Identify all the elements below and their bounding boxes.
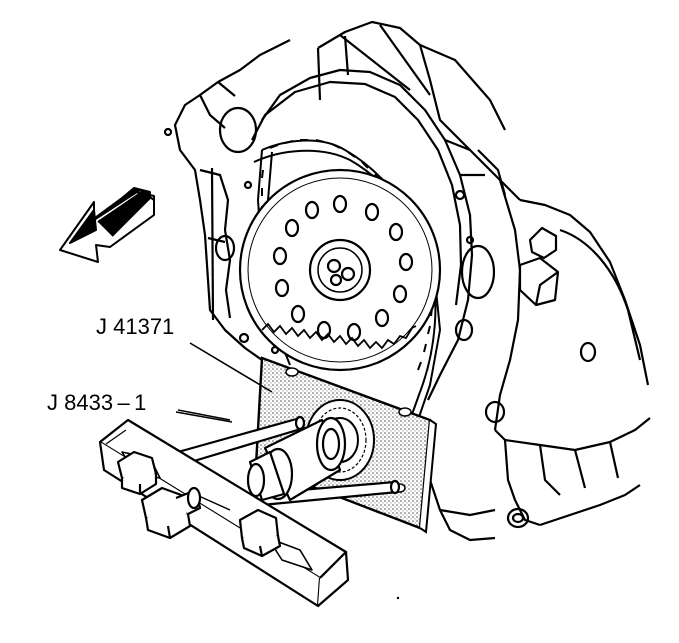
engine-block (163, 20, 651, 542)
tool-label-j41371: J 41371 (96, 314, 175, 339)
stray-dot (396, 596, 400, 600)
bolt-icon (116, 450, 282, 558)
direction-arrow-icon (59, 187, 155, 263)
sprocket-teeth (261, 322, 417, 350)
leader-lines (175, 342, 273, 423)
cam-sprocket (238, 168, 442, 372)
tool-label-j8433-1: J 8433 – 1 (47, 390, 147, 415)
